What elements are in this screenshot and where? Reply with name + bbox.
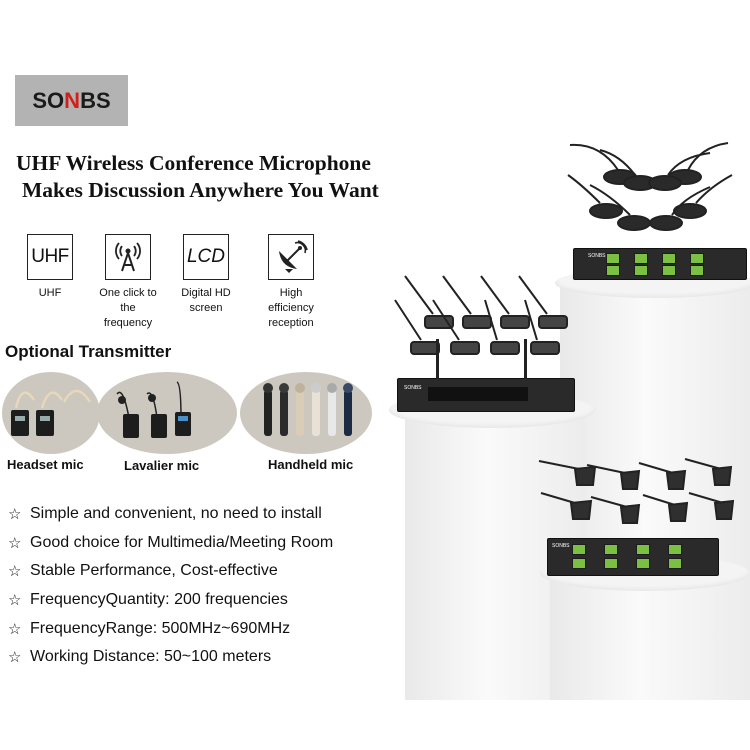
rack-brand-label: SONBS — [552, 543, 570, 549]
headline-line-1: UHF Wireless Conference Microphone — [16, 151, 371, 175]
antenna-tower-icon — [105, 234, 151, 280]
lcd-display — [668, 544, 682, 555]
feature-caption: One click to the frequency — [96, 286, 160, 331]
star-icon: ☆ — [8, 534, 22, 552]
feature-reception: High efficiency reception — [258, 234, 324, 331]
feature-caption: High efficiency reception — [258, 286, 324, 331]
list-item-text: Stable Performance, Cost-effective — [30, 562, 278, 580]
list-item: ☆ Stable Performance, Cost-effective — [8, 557, 333, 586]
feature-uhf: UHF UHF — [18, 234, 82, 301]
list-item-text: Simple and convenient, no need to instal… — [30, 505, 322, 523]
headset-mic-label: Headset mic — [7, 457, 84, 472]
conference-mics-top — [567, 142, 733, 231]
lcd-display — [662, 265, 676, 276]
feature-caption-line: UHF — [38, 287, 62, 299]
feature-caption: Digital HD screen — [174, 286, 238, 316]
lcd-display — [572, 558, 586, 569]
headset-mic-image — [2, 372, 100, 454]
logo-text: SONBS — [32, 88, 110, 114]
feature-caption-line: screen — [189, 302, 223, 314]
lcd-display — [634, 265, 648, 276]
star-icon: ☆ — [8, 506, 22, 524]
list-item-text: FrequencyRange: 500MHz~690MHz — [30, 619, 291, 637]
receiver-rack: SONBS — [573, 248, 747, 280]
star-icon: ☆ — [8, 649, 22, 667]
lcd-display — [606, 265, 620, 276]
list-item: ☆ FrequencyQuantity: 200 frequencies — [8, 586, 333, 615]
rack-display — [428, 387, 528, 401]
star-icon: ☆ — [8, 620, 22, 638]
lcd-display — [662, 253, 676, 264]
feature-caption-line: One click to — [99, 287, 157, 299]
headline-line-2: Makes Discussion Anywhere You Want — [22, 178, 379, 202]
list-item-text: Good choice for Multimedia/Meeting Room — [30, 533, 334, 551]
lcd-display — [634, 253, 648, 264]
list-item-text: FrequencyQuantity: 200 frequencies — [30, 591, 288, 609]
star-icon: ☆ — [8, 563, 22, 581]
lcd-display — [604, 544, 618, 555]
rack-brand-label: SONBS — [588, 253, 606, 259]
receiver-rack: SONBS — [547, 538, 719, 576]
star-icon: ☆ — [8, 592, 22, 610]
lcd-icon: LCD — [183, 234, 229, 280]
handheld-mic-image — [240, 372, 372, 454]
feature-lcd: LCD Digital HD screen — [174, 234, 238, 316]
receiver-rack: SONBS — [397, 339, 575, 412]
antenna — [524, 339, 527, 379]
conference-mics-middle — [394, 275, 568, 355]
conference-mics-bottom — [538, 458, 735, 524]
lcd-display — [636, 544, 650, 555]
headline: UHF Wireless Conference Microphone Makes… — [16, 150, 456, 204]
lcd-display — [636, 558, 650, 569]
lcd-display — [668, 558, 682, 569]
lcd-display — [690, 265, 704, 276]
feature-caption-line: the frequency — [103, 302, 153, 329]
list-item: ☆ Good choice for Multimedia/Meeting Room — [8, 529, 333, 558]
brand-logo: SONBS — [15, 75, 128, 126]
list-item-text: Working Distance: 50~100 meters — [30, 648, 272, 666]
feature-caption-line: High efficiency — [268, 287, 314, 314]
feature-caption-line: Digital HD — [181, 287, 231, 299]
list-item: ☆ Working Distance: 50~100 meters — [8, 643, 333, 672]
uhf-icon-text: UHF — [31, 246, 69, 267]
pedestal — [550, 570, 750, 700]
lcd-display — [572, 544, 586, 555]
logo-text-a: SO — [32, 87, 65, 113]
lcd-display — [606, 253, 620, 264]
satellite-dish-icon — [268, 234, 314, 280]
feature-bullet-list: ☆ Simple and convenient, no need to insta… — [8, 500, 333, 672]
logo-text-accent: N — [64, 87, 81, 113]
list-item: ☆ Simple and convenient, no need to insta… — [8, 500, 333, 529]
product-display-image: SONBS SONBS — [375, 130, 750, 700]
optional-transmitter-title: Optional Transmitter — [5, 342, 172, 361]
lcd-display — [604, 558, 618, 569]
lavalier-mic-image — [97, 372, 237, 454]
lcd-icon-text: LCD — [186, 246, 225, 267]
list-item: ☆ FrequencyRange: 500MHz~690MHz — [8, 614, 333, 643]
rack-brand-label: SONBS — [404, 385, 422, 391]
feature-one-click: One click to the frequency — [96, 234, 160, 331]
lavalier-mic-label: Lavalier mic — [124, 458, 200, 473]
lcd-display — [690, 253, 704, 264]
uhf-icon: UHF — [27, 234, 73, 280]
feature-caption: UHF — [18, 286, 82, 301]
feature-caption-line: reception — [268, 317, 314, 329]
handheld-mic-label: Handheld mic — [268, 457, 354, 472]
logo-text-c: BS — [80, 87, 111, 113]
antenna — [436, 339, 439, 379]
